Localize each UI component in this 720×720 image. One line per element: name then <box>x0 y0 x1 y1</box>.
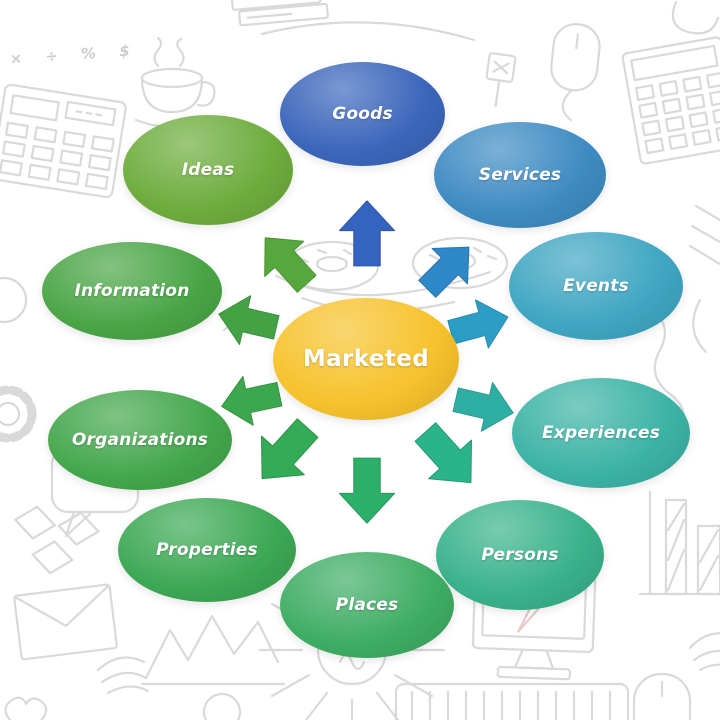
envelope-doodle <box>13 583 118 661</box>
node-label: Properties <box>156 540 258 560</box>
bar-chart-doodle <box>638 490 720 596</box>
keyboard-doodle <box>394 682 630 720</box>
node-goods: Goods <box>280 62 445 166</box>
calculator-doodle <box>0 83 127 199</box>
arrow-to-goods <box>338 200 396 267</box>
node-experiences: Experiences <box>512 378 690 488</box>
notebook-doodle <box>230 0 329 27</box>
arrow-to-ideas <box>264 237 317 293</box>
pushpin-doodle <box>485 52 517 108</box>
wing-doodle <box>96 656 150 695</box>
arrow-to-organizations <box>221 375 283 426</box>
node-persons: Persons <box>436 500 604 610</box>
gear-doodle <box>0 385 37 443</box>
node-label: Organizations <box>71 430 209 450</box>
node-label: Persons <box>481 545 559 565</box>
coffee-cup-doodle <box>134 36 216 129</box>
node-label: Information <box>74 281 190 301</box>
node-properties: Properties <box>118 498 296 602</box>
teapot-doodle <box>671 0 720 35</box>
heart-doodle <box>4 696 48 720</box>
center-node-label: Marketed <box>302 346 430 372</box>
arrow-to-persons <box>414 422 473 484</box>
arrow-to-information <box>218 295 280 345</box>
node-services: Services <box>434 122 606 228</box>
arc-doodle <box>260 21 476 42</box>
arrow-to-services <box>418 246 470 298</box>
node-label: Services <box>478 165 562 185</box>
arrow-to-events <box>447 299 509 349</box>
node-label: Places <box>335 595 399 615</box>
scribble-circle-doodle <box>0 276 28 324</box>
rhombus-lattice-doodle <box>14 505 100 575</box>
hatch-doodle <box>688 204 720 266</box>
node-label: Events <box>563 276 629 296</box>
node-information: Information <box>42 242 222 340</box>
circle-doodle <box>202 692 242 720</box>
computer-mouse-doodle <box>550 23 601 122</box>
node-label: Experiences <box>541 423 661 443</box>
feather-doodle <box>688 632 720 672</box>
arrow-to-places <box>338 457 396 524</box>
node-places: Places <box>280 552 454 658</box>
arrow-to-properties <box>260 418 319 480</box>
node-label: Goods <box>332 104 393 124</box>
center-node-marketed: Marketed <box>273 298 459 420</box>
node-organizations: Organizations <box>48 390 232 490</box>
mouse-doodle <box>632 672 692 720</box>
node-label: Ideas <box>181 160 235 180</box>
zigzag-chart-doodle <box>140 614 286 686</box>
keypad-doodle <box>621 36 720 165</box>
node-events: Events <box>509 232 683 340</box>
node-ideas: Ideas <box>123 115 293 225</box>
arrow-to-experiences <box>452 382 514 432</box>
